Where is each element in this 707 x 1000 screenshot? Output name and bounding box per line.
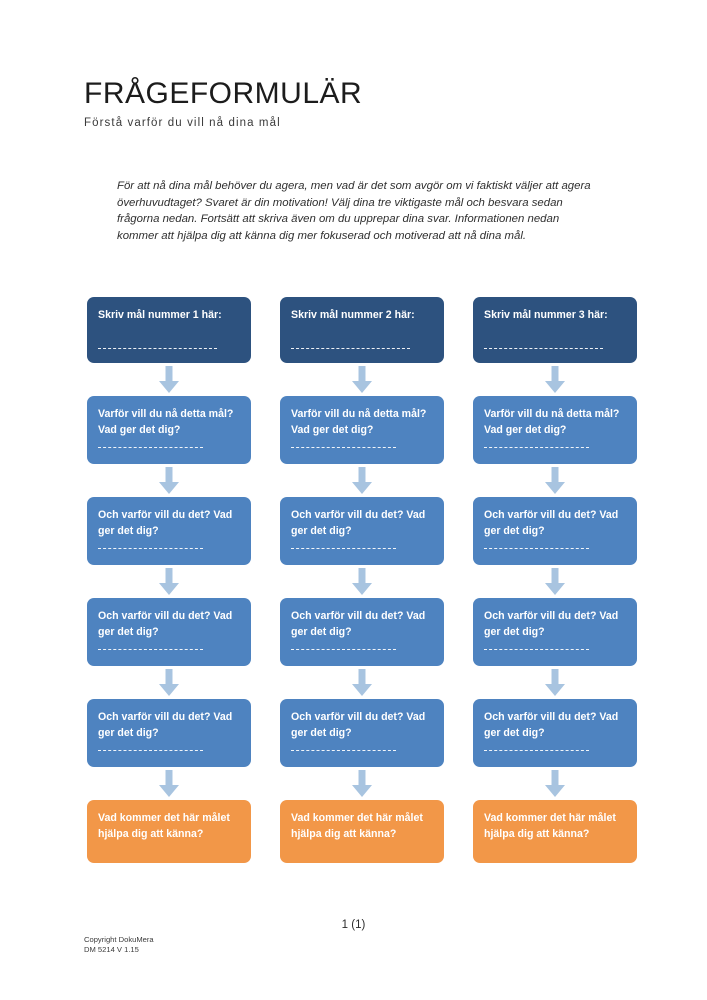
goal-box-label: Skriv mål nummer 1 här: [98, 309, 222, 321]
goal-column-2: Skriv mål nummer 2 här: Varför vill du n… [280, 297, 444, 863]
feel-box-3[interactable]: Vad kommer det här målet hjälpa dig att … [473, 800, 637, 863]
document-id-text: DM 5214 V 1.15 [84, 945, 139, 955]
arrow-down-icon [87, 767, 251, 800]
arrow-down-icon [473, 666, 637, 699]
write-line[interactable] [484, 750, 590, 751]
arrow-down-icon [473, 464, 637, 497]
feel-box-2[interactable]: Vad kommer det här målet hjälpa dig att … [280, 800, 444, 863]
feel-box-1[interactable]: Vad kommer det här målet hjälpa dig att … [87, 800, 251, 863]
write-line[interactable] [291, 649, 397, 650]
feel-box-label: Vad kommer det här målet hjälpa dig att … [484, 812, 616, 840]
arrow-down-icon [280, 666, 444, 699]
step-box-label: Och varför vill du det? Vad ger det dig? [291, 509, 426, 537]
arrow-down-icon [87, 666, 251, 699]
why-box-2[interactable]: Varför vill du nå detta mål? Vad ger det… [280, 396, 444, 464]
write-line[interactable] [484, 548, 590, 549]
write-line[interactable] [291, 348, 411, 349]
goal-column-3: Skriv mål nummer 3 här: Varför vill du n… [473, 297, 637, 863]
feel-box-label: Vad kommer det här målet hjälpa dig att … [98, 812, 230, 840]
step-box-1-1[interactable]: Och varför vill du det? Vad ger det dig? [87, 497, 251, 565]
goal-box-1[interactable]: Skriv mål nummer 1 här: [87, 297, 251, 363]
why-box-label: Varför vill du nå detta mål? Vad ger det… [98, 408, 234, 436]
why-box-3[interactable]: Varför vill du nå detta mål? Vad ger det… [473, 396, 637, 464]
step-box-label: Och varför vill du det? Vad ger det dig? [98, 711, 233, 739]
why-box-label: Varför vill du nå detta mål? Vad ger det… [484, 408, 620, 436]
step-box-2-2[interactable]: Och varför vill du det? Vad ger det dig? [280, 598, 444, 666]
document-header: FRÅGEFORMULÄR Förstå varför du vill nå d… [84, 78, 624, 129]
why-box-label: Varför vill du nå detta mål? Vad ger det… [291, 408, 427, 436]
write-line[interactable] [291, 548, 397, 549]
write-line[interactable] [98, 447, 204, 448]
page-subtitle: Förstå varför du vill nå dina mål [84, 116, 281, 129]
why-box-1[interactable]: Varför vill du nå detta mål? Vad ger det… [87, 396, 251, 464]
write-line[interactable] [484, 447, 590, 448]
write-line[interactable] [484, 649, 590, 650]
arrow-down-icon [280, 565, 444, 598]
arrow-down-icon [87, 363, 251, 396]
step-box-label: Och varför vill du det? Vad ger det dig? [291, 711, 426, 739]
write-line[interactable] [98, 649, 204, 650]
write-line[interactable] [98, 348, 218, 349]
write-line[interactable] [291, 750, 397, 751]
step-box-label: Och varför vill du det? Vad ger det dig? [484, 509, 619, 537]
feel-box-label: Vad kommer det här målet hjälpa dig att … [291, 812, 423, 840]
arrow-down-icon [473, 363, 637, 396]
step-box-label: Och varför vill du det? Vad ger det dig? [484, 711, 619, 739]
page-number: 1 (1) [341, 919, 366, 931]
copyright-text: Copyright DokuMera [84, 935, 154, 944]
step-box-3-1[interactable]: Och varför vill du det? Vad ger det dig? [473, 497, 637, 565]
arrow-down-icon [473, 565, 637, 598]
step-box-2-3[interactable]: Och varför vill du det? Vad ger det dig? [280, 699, 444, 767]
arrow-down-icon [280, 464, 444, 497]
write-line[interactable] [98, 750, 204, 751]
step-box-1-3[interactable]: Och varför vill du det? Vad ger det dig? [87, 699, 251, 767]
intro-paragraph: För att nå dina mål behöver du agera, me… [117, 180, 591, 242]
step-box-label: Och varför vill du det? Vad ger det dig? [98, 610, 233, 638]
goal-box-label: Skriv mål nummer 3 här: [484, 309, 608, 321]
write-line[interactable] [484, 348, 604, 349]
arrow-down-icon [280, 363, 444, 396]
write-line[interactable] [98, 548, 204, 549]
arrow-down-icon [87, 464, 251, 497]
arrow-down-icon [280, 767, 444, 800]
step-box-label: Och varför vill du det? Vad ger det dig? [98, 509, 233, 537]
goal-box-label: Skriv mål nummer 2 här: [291, 309, 415, 321]
goal-box-3[interactable]: Skriv mål nummer 3 här: [473, 297, 637, 363]
arrow-down-icon [473, 767, 637, 800]
page-title: FRÅGEFORMULÄR [84, 77, 363, 110]
arrow-down-icon [87, 565, 251, 598]
step-box-label: Och varför vill du det? Vad ger det dig? [484, 610, 619, 638]
step-box-2-1[interactable]: Och varför vill du det? Vad ger det dig? [280, 497, 444, 565]
step-box-1-2[interactable]: Och varför vill du det? Vad ger det dig? [87, 598, 251, 666]
step-box-3-3[interactable]: Och varför vill du det? Vad ger det dig? [473, 699, 637, 767]
step-box-label: Och varför vill du det? Vad ger det dig? [291, 610, 426, 638]
goal-box-2[interactable]: Skriv mål nummer 2 här: [280, 297, 444, 363]
footer-metadata: Copyright DokuMera DM 5214 V 1.15 [84, 935, 154, 956]
goal-column-1: Skriv mål nummer 1 här: Varför vill du n… [87, 297, 251, 863]
goal-flow-grid: Skriv mål nummer 1 här: Varför vill du n… [87, 297, 647, 863]
step-box-3-2[interactable]: Och varför vill du det? Vad ger det dig? [473, 598, 637, 666]
write-line[interactable] [291, 447, 397, 448]
